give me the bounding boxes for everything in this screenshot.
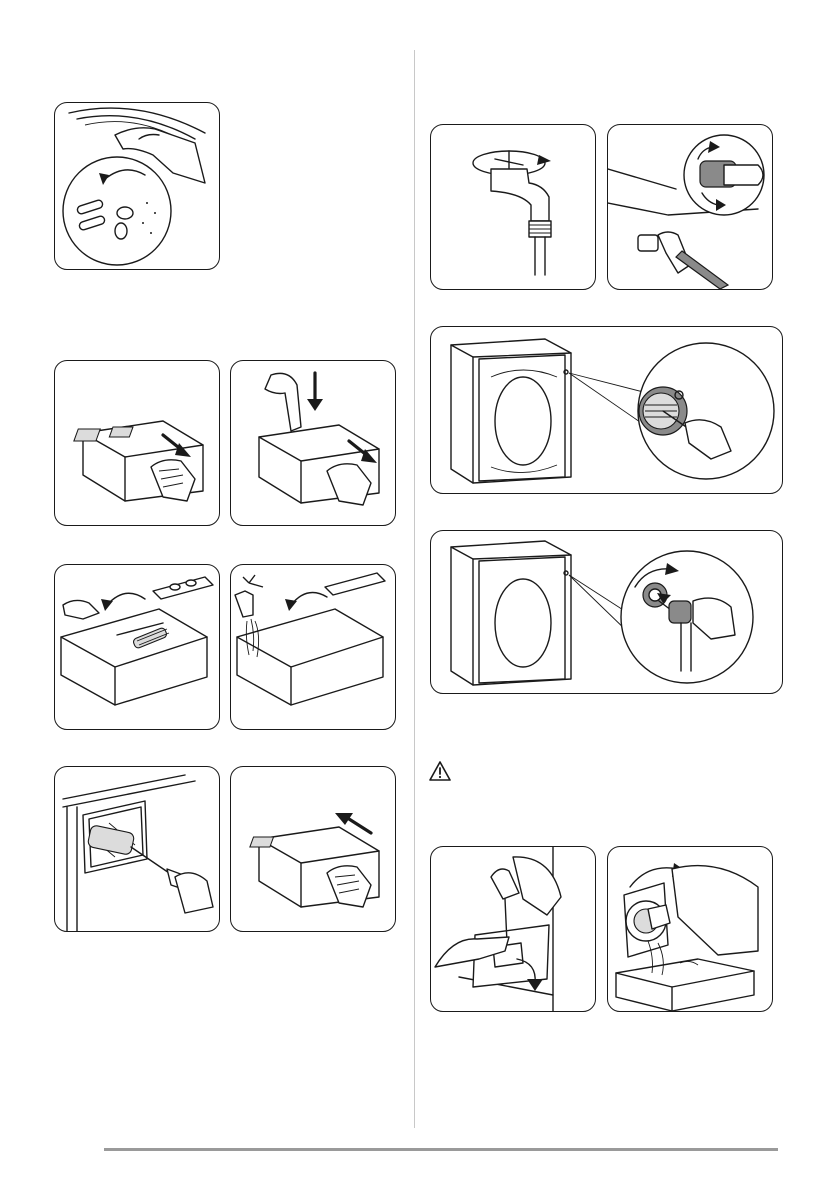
drawer-release-illustration xyxy=(230,360,396,526)
warning-triangle-icon xyxy=(428,760,452,782)
water-tap-close-illustration xyxy=(430,124,596,290)
page-footer-rule xyxy=(104,1148,778,1151)
recess-brush-illustration xyxy=(54,766,220,932)
drawer-insert-back-illustration xyxy=(230,766,396,932)
drum-pocket-items-illustration xyxy=(54,102,220,270)
inlet-hose-refit-illustration xyxy=(430,530,783,694)
inlet-hose-unscrew-illustration xyxy=(607,124,773,290)
drawer-insert-remove-illustration xyxy=(54,564,220,730)
drain-flap-open-illustration xyxy=(430,846,596,1012)
drain-pump-water-illustration xyxy=(607,846,773,1012)
detergent-drawer-pull-illustration xyxy=(54,360,220,526)
inlet-filter-clean-illustration xyxy=(430,326,783,494)
insert-rinse-tap-illustration xyxy=(230,564,396,730)
column-divider xyxy=(414,50,415,1128)
